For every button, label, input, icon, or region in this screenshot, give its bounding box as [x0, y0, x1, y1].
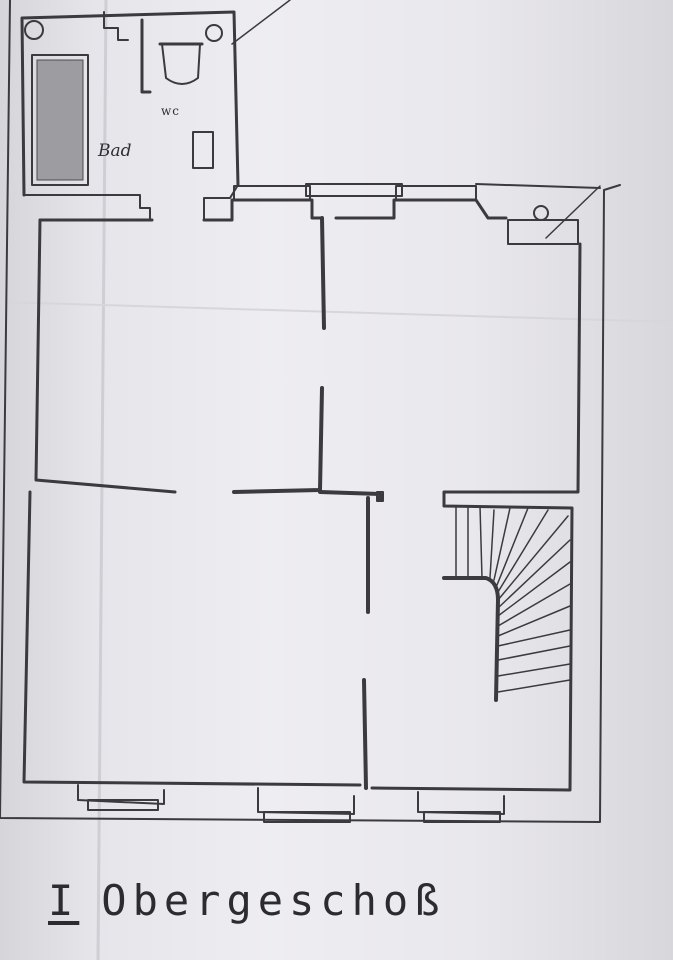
annex-outline	[20, 10, 240, 197]
room-label-bath: Bad	[98, 141, 132, 161]
toilet	[161, 43, 201, 85]
floor-name: Obergeschoß	[101, 876, 446, 925]
window-top-2	[305, 183, 403, 197]
wall-center-lower-2	[362, 678, 368, 790]
window-bottom-1	[77, 784, 165, 805]
flue-pipe-line	[545, 185, 601, 239]
window-bottom-3	[417, 791, 505, 815]
bathtub	[36, 59, 84, 181]
wall-lower-left-room	[22, 490, 362, 787]
bathtub-outline	[31, 54, 89, 186]
door-stop	[376, 491, 384, 502]
washbasin	[192, 131, 214, 169]
chimney-column	[24, 20, 44, 40]
room-label-wc: wc	[161, 104, 180, 118]
window-bottom-2-sill	[263, 811, 351, 823]
wall-top-window-1	[202, 198, 324, 222]
window-bottom-1-sill	[87, 799, 159, 811]
wall-center-stub	[318, 490, 382, 502]
staircase	[442, 505, 571, 702]
wall-right-side	[370, 242, 582, 792]
bath-lower-wall	[23, 194, 151, 221]
wall-upper-left-room	[34, 218, 177, 494]
window-top-1	[233, 185, 311, 201]
floor-title: I Obergeschoß	[48, 876, 445, 925]
window-bottom-3-sill	[423, 811, 501, 823]
roof-edge-line	[475, 183, 601, 189]
floor-number: I	[48, 876, 80, 925]
wall-top-window-2	[334, 198, 508, 220]
heater-box	[507, 219, 579, 245]
staircase-handrail	[442, 576, 500, 702]
annex-partition	[103, 11, 129, 41]
leader-line	[231, 0, 291, 45]
outer-boundary-line	[0, 0, 621, 823]
chimney-flue	[533, 205, 549, 221]
wall-center-middle	[232, 386, 324, 494]
window-bottom-2	[257, 787, 355, 815]
window-top-3	[395, 185, 477, 201]
wc-wall	[140, 18, 152, 94]
wall-center-upper	[320, 216, 326, 330]
chimney-column	[205, 24, 223, 42]
paper-fold-horizontal	[0, 301, 673, 323]
